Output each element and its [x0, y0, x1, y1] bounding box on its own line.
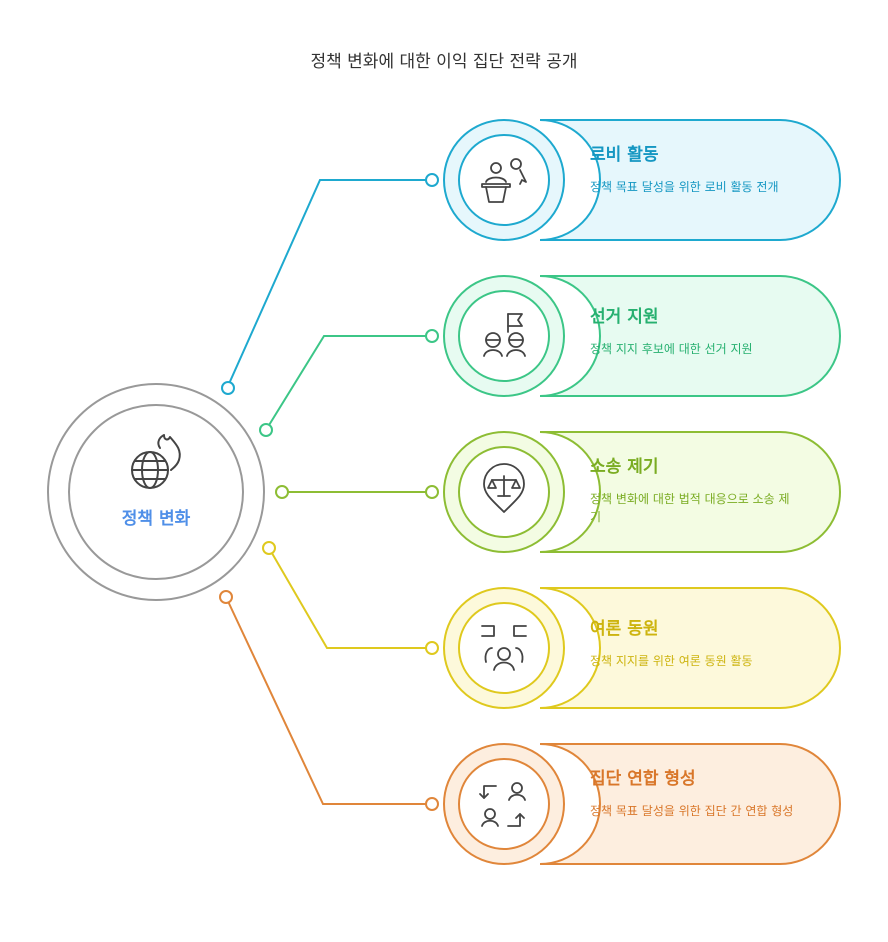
card-title: 집단 연합 형성 — [590, 769, 696, 789]
public-mobilization-icon — [481, 625, 527, 671]
card-text-coalition: 집단 연합 형성 정책 목표 달성을 위한 집단 간 연합 형성 — [590, 768, 800, 820]
connector-1 — [221, 173, 439, 395]
card-litigation — [443, 431, 841, 553]
card-title: 소송 제기 — [590, 457, 659, 477]
globe-fire-icon — [131, 434, 181, 489]
card-text-election-support: 선거 지원 정책 지지 후보에 대한 선거 지원 — [590, 306, 800, 358]
card-description: 정책 지지를 위한 여론 동원 활동 — [590, 654, 753, 668]
card-lobbying — [443, 119, 841, 241]
coalition-icon — [479, 782, 526, 827]
hub — [47, 383, 265, 601]
hub-inner-ring — [68, 404, 244, 580]
card-text-lobbying: 로비 활동 정책 목표 달성을 위한 로비 활동 전개 — [590, 144, 800, 196]
card-text-public-mobilization: 여론 동원 정책 지지를 위한 여론 동원 활동 — [590, 618, 800, 670]
legal-scale-icon — [483, 463, 525, 513]
lobbying-icon — [481, 158, 527, 203]
card-title: 여론 동원 — [590, 619, 659, 639]
card-coalition — [443, 743, 841, 865]
card-text-litigation: 소송 제기 정책 변화에 대한 법적 대응으로 소송 제기 — [590, 456, 800, 526]
card-title: 로비 활동 — [590, 145, 659, 165]
card-description: 정책 목표 달성을 위한 집단 간 연합 형성 — [590, 804, 794, 818]
connector-2 — [259, 329, 439, 437]
hub-label: 정책 변화 — [121, 509, 191, 529]
card-election-support — [443, 275, 841, 397]
connector-5 — [219, 590, 439, 811]
connector-4 — [262, 541, 439, 655]
election-support-icon — [483, 313, 526, 357]
card-title: 선거 지원 — [590, 307, 659, 327]
card-description: 정책 지지 후보에 대한 선거 지원 — [590, 342, 753, 356]
card-description: 정책 목표 달성을 위한 로비 활동 전개 — [590, 180, 779, 194]
card-description: 정책 변화에 대한 법적 대응으로 소송 제기 — [590, 492, 790, 524]
page-title: 정책 변화에 대한 이익 집단 전략 공개 — [310, 52, 578, 72]
card-public-mobilization — [443, 587, 841, 709]
connector-3 — [275, 485, 439, 499]
